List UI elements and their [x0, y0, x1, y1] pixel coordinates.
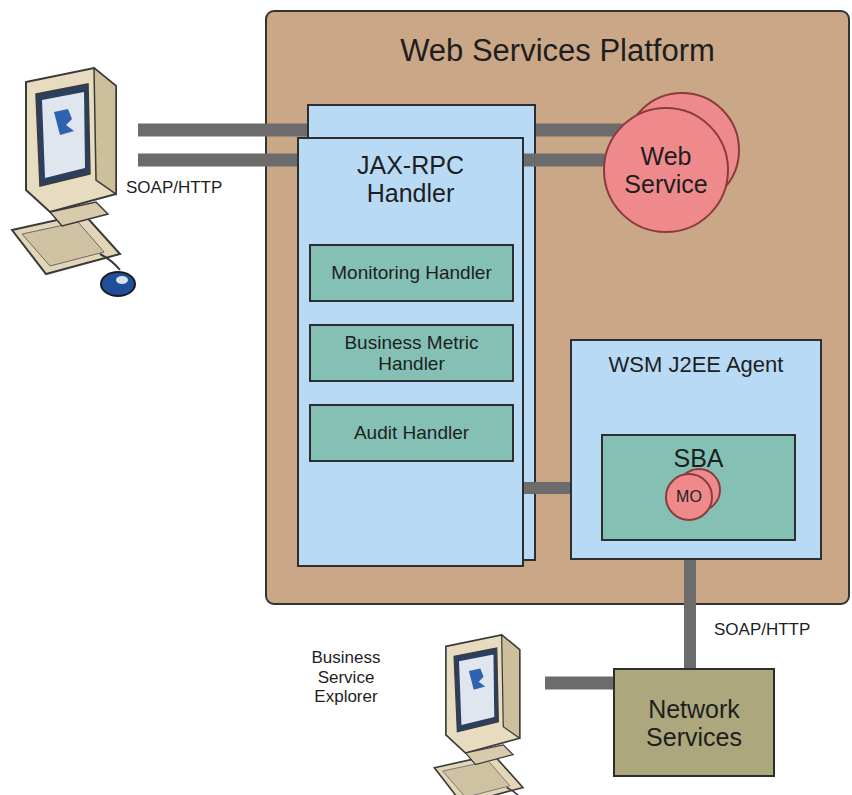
mo-circle: MO — [661, 466, 723, 522]
node-label: MO — [667, 488, 711, 506]
node-label: Web Services Platform — [348, 34, 768, 69]
service-circle: Web Service — [596, 90, 744, 236]
node-label: Monitoring Handler — [314, 262, 509, 283]
connector-label: SOAP/HTTP — [714, 620, 810, 640]
node-label: Network Services — [619, 695, 769, 751]
connector-line — [524, 154, 605, 167]
connector-line — [684, 560, 696, 668]
node-label: Audit Handler — [314, 422, 509, 443]
platform-box: Web Services PlatformJAX-RPC HandlerMoni… — [265, 10, 850, 605]
handler-box: Business Metric Handler — [309, 324, 514, 382]
handler-chain-box: JAX-RPC HandlerMonitoring HandlerBusines… — [297, 137, 524, 567]
node-label: Web Service — [614, 142, 718, 198]
node-label: Business Metric Handler — [314, 332, 509, 375]
sba-box: SBA MO — [601, 434, 796, 541]
text-label: SOAP/HTTP — [126, 178, 256, 198]
node-label: WSM J2EE Agent — [576, 353, 816, 378]
node-label: JAX-RPC Handler — [326, 151, 496, 207]
handler-box: Monitoring Handler — [309, 244, 514, 302]
text-label: Business Service Explorer — [290, 648, 402, 707]
handler-box: Audit Handler — [309, 404, 514, 462]
node-label: SBA — [639, 444, 759, 472]
agent-box: WSM J2EE AgentSBA MO — [570, 339, 822, 560]
network-box: Network Services — [613, 668, 775, 777]
